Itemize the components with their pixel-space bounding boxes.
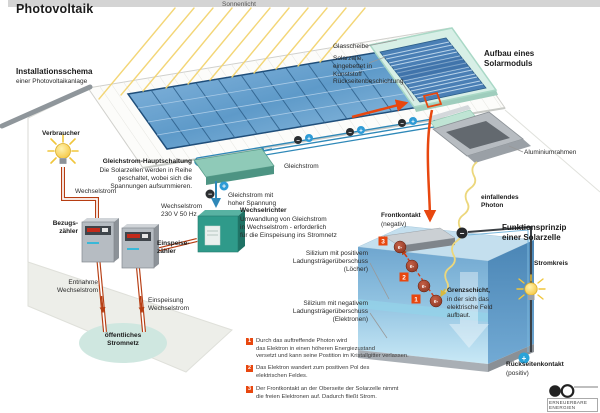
electron-icon: e- — [410, 264, 415, 270]
field-down-arrow — [449, 272, 489, 348]
step-1-badge: 1 — [246, 338, 253, 345]
board-terminals: + − — [205, 181, 229, 199]
flow-down-arrow — [99, 295, 106, 314]
label-grenzschicht-title: Grenzschicht, — [447, 287, 490, 294]
module-to-cell-arrow — [423, 109, 437, 223]
label-wechselstrom-230: Wechselstrom 230 V 50 Hz — [161, 203, 203, 218]
grid-ellipse — [79, 323, 167, 363]
roof-beam — [0, 84, 93, 129]
label-silizium-positiv: Silizium mit positivem Ladungsträgerüber… — [292, 250, 368, 273]
top-bar — [8, 0, 600, 7]
external-circuit: − + — [456, 225, 546, 364]
meter-einspeisezaehler — [121, 224, 159, 269]
label-hauptschaltung-title: Gleichstrom-Hauptschaltung — [102, 158, 192, 165]
label-bezugszaehler: Bezugs- zähler — [52, 220, 78, 235]
electron-icons: e- e- e- e- — [393, 240, 443, 308]
sun-rays — [98, 7, 366, 100]
label-rueckseitenkontakt-sub: (positiv) — [506, 370, 529, 377]
label-einspeisezaehler: Einspeise- zähler — [157, 240, 190, 255]
step-2-badge: 2 — [246, 365, 253, 372]
cell-heading: Funktionsprinzip einer Solarzelle — [502, 223, 567, 242]
solar-cell-cube: e- e- e- e- 3 2 1 — [357, 161, 546, 372]
logo-text: ERNEUERBARE ENERGIEN — [547, 398, 598, 413]
solar-module-exploded — [366, 27, 531, 163]
grenzschicht-band — [358, 299, 488, 322]
label-verbraucher: Verbraucher — [42, 130, 80, 137]
step-3-marker: 3 — [381, 239, 385, 246]
circuit-bulb-icon — [516, 274, 546, 300]
module-leader-lines — [366, 39, 524, 153]
back-contact-slab — [358, 350, 488, 372]
plus-icon: + — [359, 128, 363, 134]
flow-down-arrow — [138, 295, 145, 314]
meter-bezugszaehler — [81, 218, 119, 263]
lightbulb-icon — [47, 134, 79, 164]
electron-icon: e- — [434, 299, 439, 305]
electron-icon: e- — [398, 245, 403, 251]
label-einspeisung: Einspeisung Wechselstrom — [148, 297, 190, 312]
label-rueckseitenbeschichtung: Rückseitenbeschichtung — [333, 78, 404, 85]
electron-icon: e- — [422, 284, 427, 290]
label-silizium-negativ: Silizium mit negativem Ladungsträgerüber… — [292, 300, 368, 323]
step-1-marker: 1 — [414, 297, 418, 304]
cell-highlight-box — [422, 91, 443, 109]
label-rueckseitenkontakt: Rückseitenkontakt — [506, 361, 564, 368]
inverter-box — [197, 210, 245, 253]
logo-infinity-icon — [549, 384, 598, 398]
step-markers-cube: 3 2 1 — [378, 236, 421, 304]
installation-subheading: einer Photovoltaikanlage — [16, 78, 88, 85]
installation-heading: Installationsschema — [16, 67, 93, 76]
minus-icon: − — [348, 130, 352, 136]
minus-icon: − — [460, 229, 465, 238]
dc-junction-board — [193, 148, 275, 185]
label-wechselrichter-text: Umwandlung von Gleichstrom in Wechselstr… — [240, 216, 337, 239]
plus-icon: + — [222, 184, 226, 191]
plus-icon: + — [307, 136, 311, 142]
plus-icon: + — [411, 119, 415, 125]
label-photon: einfallendes Photon — [481, 194, 519, 209]
label-sonnenlicht: Sonnenlicht — [222, 1, 256, 8]
label-gleichstrom-hoch: Gleichstrom mit hoher Spannung — [228, 192, 277, 207]
label-frontkontakt-sub: (negativ) — [381, 221, 407, 228]
page-title: Photovoltaik — [16, 2, 94, 16]
label-wechselstrom: Wechselstrom — [75, 188, 117, 195]
string-connectors: − + − + − + — [294, 117, 417, 144]
label-frontkontakt: Frontkontakt — [381, 212, 421, 219]
house-ground — [27, 89, 600, 373]
label-entnahme: Entnahme Wechselstrom — [56, 279, 98, 294]
minus-icon: − — [208, 192, 212, 199]
step-2-text: Das Elektron wandert zum positiven Pol d… — [256, 365, 370, 379]
silicon-leader-lines — [369, 262, 390, 339]
step-3-badge: 3 — [246, 386, 253, 393]
label-wechselrichter-title: Wechselrichter — [240, 207, 287, 214]
photon-arrow — [440, 288, 447, 298]
label-stromnetz: öffentliches Stromnetz — [104, 332, 142, 347]
label-solarzelle: Solarzelle, eingebettet in Kunststoff — [333, 55, 373, 78]
roof-to-module-arrow — [351, 99, 409, 119]
label-hauptschaltung-text: Die Solarzellen werden in Reihe geschalt… — [99, 167, 193, 190]
minus-icon: − — [400, 121, 404, 127]
step-1-text: Durch das auftreffende Photon wird das E… — [256, 338, 409, 360]
label-glasscheibe: Glasscheibe — [333, 43, 369, 50]
label-gleichstrom: Gleichstrom — [284, 163, 319, 170]
module-heading: Aufbau eines Solarmoduls — [484, 49, 535, 68]
plus-icon: + — [522, 354, 527, 363]
minus-icon: − — [296, 138, 300, 144]
label-grenzschicht-text: in der sich das elektrische Feld aufbaut… — [447, 296, 493, 319]
label-stromkreis: Stromkreis — [534, 260, 568, 267]
step-2-marker: 2 — [402, 275, 406, 282]
label-aluminiumrahmen: Aluminiumrahmen — [524, 149, 577, 156]
step-3-text: Der Frontkontakt an der Oberseite der So… — [256, 386, 399, 400]
aluminium-frame — [428, 105, 531, 163]
